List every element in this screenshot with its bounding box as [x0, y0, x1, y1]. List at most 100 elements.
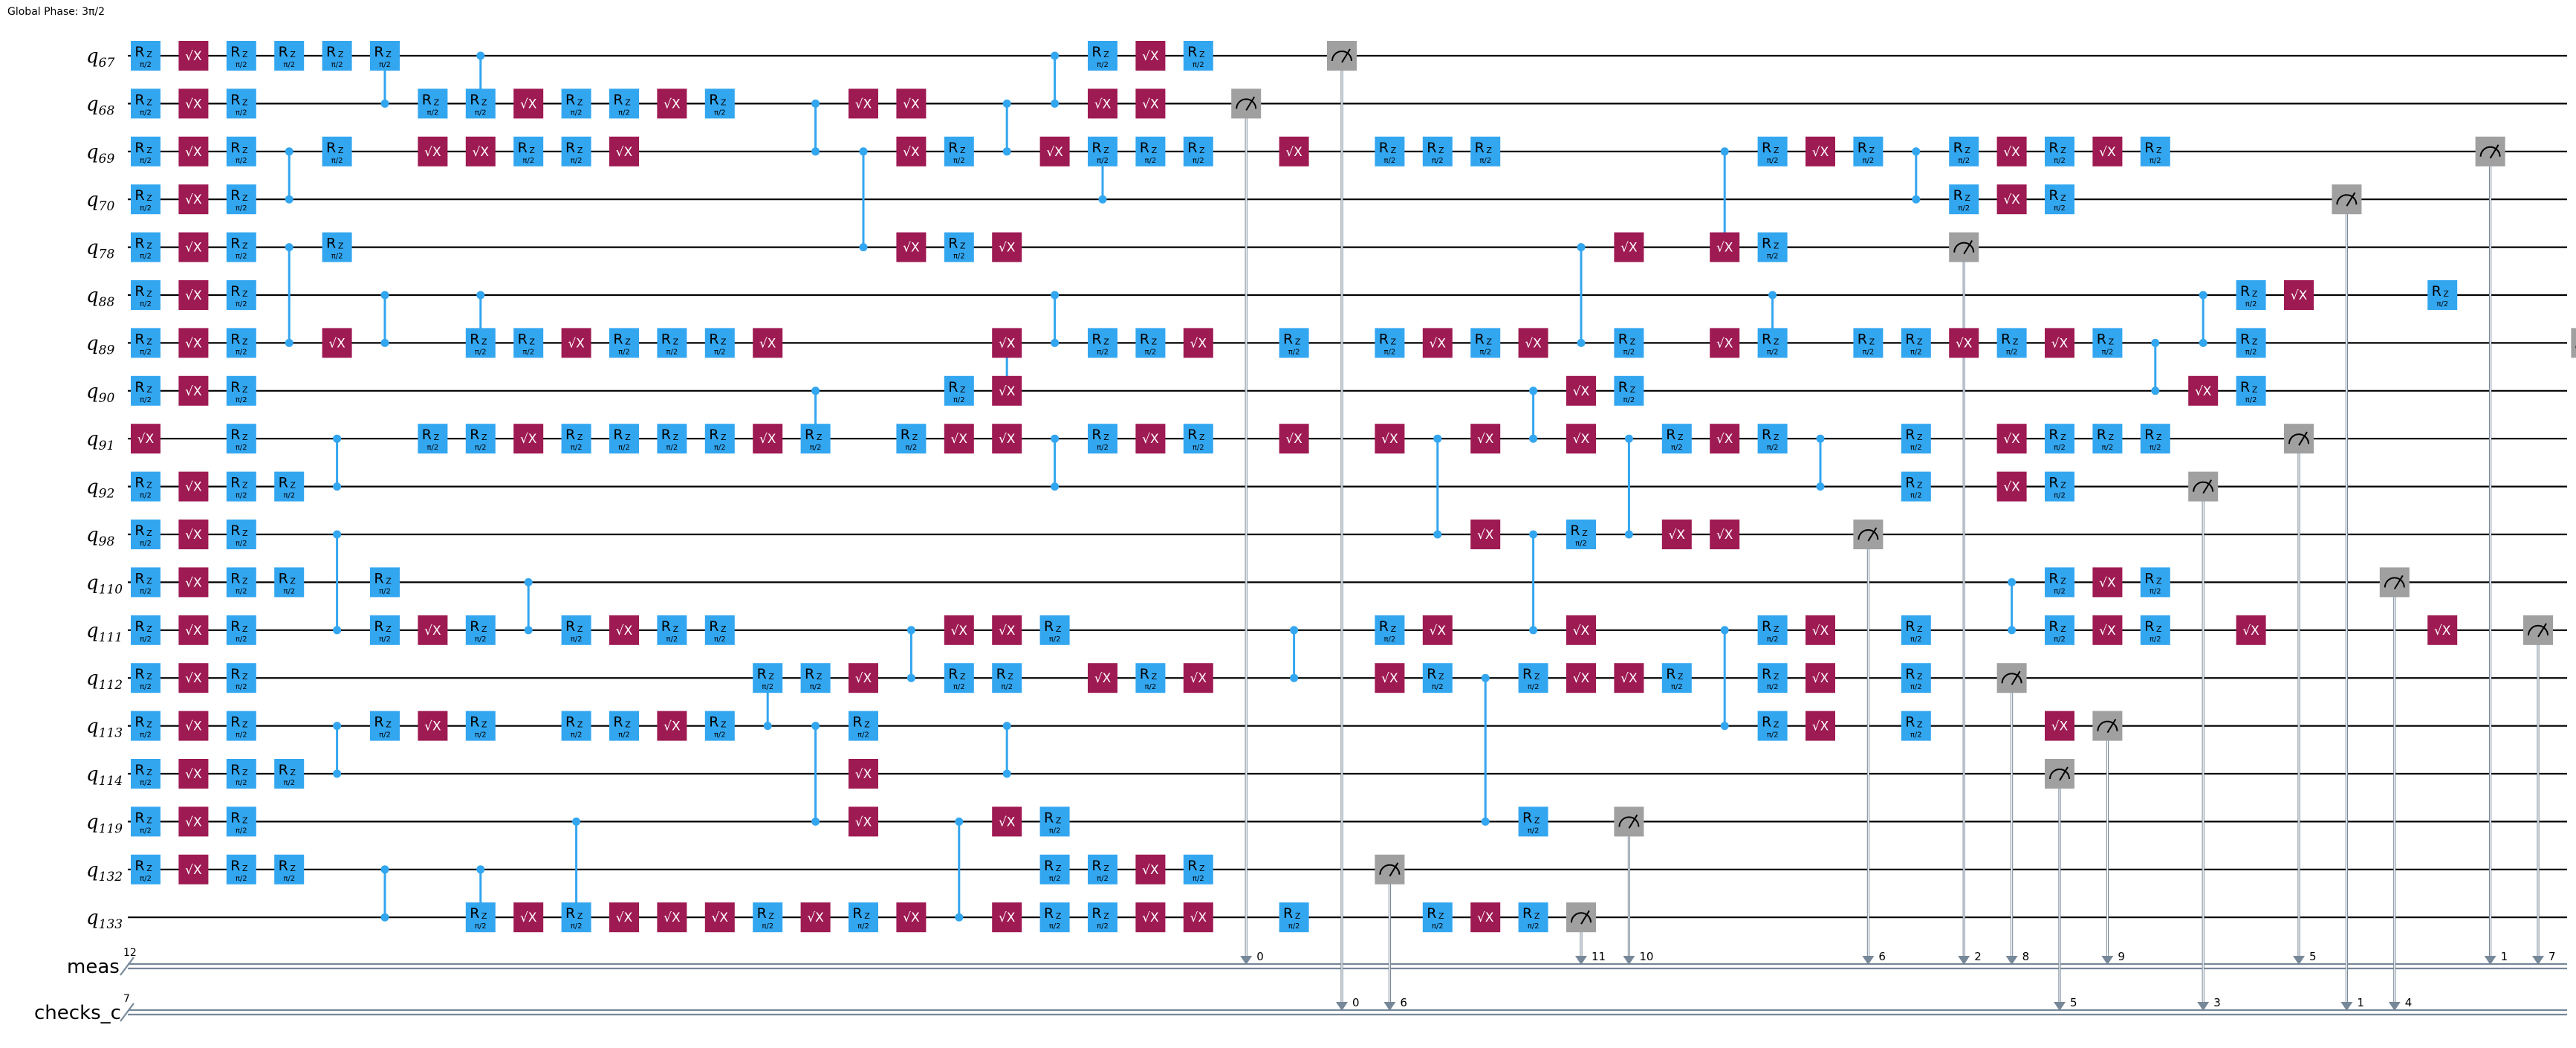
- rz-gate-box: [1661, 663, 1692, 693]
- sx-gate-label: √X: [2003, 193, 2020, 207]
- rz-gate-param: π/2: [1623, 396, 1635, 404]
- rz-gate-label: R: [565, 618, 575, 635]
- measure-target-bit: 0: [1352, 996, 1360, 1009]
- sx-gate-label: √X: [1190, 336, 1207, 351]
- cz-target-dot: [333, 626, 342, 635]
- cz-target-dot: [1720, 722, 1729, 731]
- rz-gate-param: π/2: [1145, 683, 1157, 691]
- rz-gate-box: [226, 232, 256, 262]
- measure-meter-needle: [2059, 766, 2069, 781]
- rz-gate-box: [131, 806, 160, 837]
- rz-gate-label: R: [2240, 331, 2250, 347]
- sx-gate-box: [1183, 663, 1213, 693]
- rz-gate-box: [561, 136, 591, 166]
- sx-gate-label: √X: [999, 432, 1016, 447]
- rz-gate-box: [418, 88, 448, 119]
- rz-gate-box: [1183, 136, 1213, 166]
- cz-target-dot: [1002, 147, 1011, 156]
- rz-gate-param: π/2: [1097, 444, 1109, 452]
- sx-gate-label: √X: [1573, 671, 1590, 686]
- sx-gate-label: √X: [1716, 336, 1733, 351]
- rz-gate-box: [1088, 424, 1117, 454]
- rz-gate-param: π/2: [140, 157, 152, 165]
- rz-gate-param: π/2: [331, 157, 343, 165]
- rz-gate-sub: Z: [146, 864, 152, 873]
- rz-gate-label: R: [134, 44, 144, 60]
- measure-gate: [2571, 328, 2576, 358]
- rz-gate-box: [1088, 41, 1117, 71]
- rz-gate-label: R: [2048, 618, 2058, 635]
- sx-gate-box: [896, 232, 927, 262]
- rz-gate-label: R: [470, 618, 479, 635]
- rz-gate-sub: Z: [529, 146, 535, 155]
- rz-gate-param: π/2: [236, 587, 247, 595]
- sx-gate: √X: [992, 328, 1022, 358]
- measure-arrow: [1575, 956, 1587, 965]
- rz-gate-param: π/2: [1575, 540, 1587, 548]
- sx-gate-label: √X: [1046, 145, 1063, 160]
- rz-gate-sub: Z: [1582, 528, 1588, 538]
- rz-gate-label: R: [134, 140, 144, 156]
- measure-meter-arc: [2288, 433, 2309, 444]
- measure-gate-box: [1327, 41, 1357, 71]
- measure-meter-arc: [2193, 481, 2214, 492]
- measure-gate: [2379, 567, 2410, 598]
- rz-gate-box: [2045, 471, 2074, 502]
- measure-arrow: [2101, 956, 2114, 965]
- sx-gate-label: √X: [185, 336, 202, 351]
- rz-gate-sub: Z: [1152, 146, 1158, 155]
- sx-gate-box: [1710, 232, 1740, 262]
- sx-gate-label: √X: [520, 432, 537, 447]
- global-phase-label: Global Phase: 3π/2: [7, 6, 106, 18]
- sx-gate-label: √X: [1190, 910, 1207, 925]
- sx-gate-box: [322, 328, 352, 358]
- sx-gate-label: √X: [185, 97, 202, 111]
- rz-gate-box: [609, 711, 639, 741]
- rz-gate-sub: Z: [146, 193, 152, 203]
- measure-meter-needle: [2106, 719, 2117, 734]
- rz-gate-label: R: [134, 666, 144, 682]
- rz-gate-label: R: [2144, 140, 2154, 156]
- sx-gate-label: √X: [185, 480, 202, 495]
- sx-gate: √X: [1996, 424, 2027, 454]
- creg-size-slash-checks_c: [120, 1003, 134, 1022]
- measure-arrow: [1958, 956, 1970, 965]
- rz-gate-label: R: [2048, 570, 2058, 586]
- rz-gate-label: R: [1091, 140, 1101, 156]
- rz-gate-param: π/2: [2054, 444, 2066, 452]
- rz-gate-label: R: [134, 283, 144, 300]
- rz-gate-param: π/2: [1528, 827, 1540, 835]
- rz-gate-param: π/2: [571, 157, 583, 165]
- sx-gate: √X: [418, 615, 448, 645]
- sx-gate: √X: [609, 136, 639, 166]
- measure-target-bit: 2: [1974, 950, 1982, 963]
- rz-gate-box: [1039, 806, 1070, 837]
- rz-gate-param: π/2: [1384, 348, 1396, 356]
- rz-gate-box: [2140, 136, 2170, 166]
- rz-gate-sub: Z: [1917, 433, 1923, 442]
- measure-meter-needle: [2393, 575, 2404, 589]
- sx-gate: √X: [178, 280, 209, 310]
- rz-gate-sub: Z: [242, 97, 248, 107]
- rz-gate-box: [1757, 711, 1788, 741]
- rz-gate-label: R: [470, 714, 479, 731]
- rz-gate-param: π/2: [236, 444, 247, 452]
- cz-control-dot: [1720, 147, 1729, 156]
- rz-gate-param: π/2: [2054, 492, 2066, 500]
- rz-gate-sub: Z: [1103, 433, 1109, 442]
- cz-target-dot: [524, 626, 533, 635]
- rz-gate-param: π/2: [140, 540, 152, 548]
- rz-gate-param: π/2: [571, 109, 583, 117]
